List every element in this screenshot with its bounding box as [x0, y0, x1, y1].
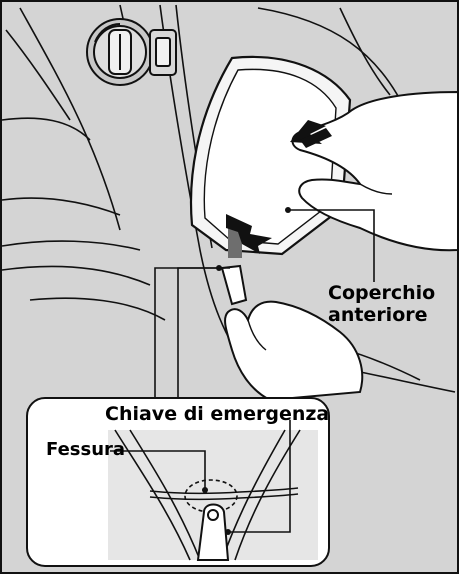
leader-dot-key [216, 265, 222, 271]
emergency-key-detail [196, 503, 230, 561]
leader-lines [154, 209, 375, 405]
slot-label: Fessura [46, 439, 126, 460]
inset-leader-lines [110, 420, 291, 533]
inset-dot-key [225, 529, 231, 535]
side-switch [149, 29, 177, 76]
front-cover-label-line1: Coperchio [328, 282, 436, 304]
left-hand [224, 300, 364, 402]
emergency-key-main [220, 264, 248, 306]
inset-dot-slot [202, 487, 208, 493]
lift-arrow-icon [226, 214, 272, 258]
emergency-key-label: Chiave di emergenza [105, 403, 330, 425]
push-arrow-icon [290, 120, 332, 148]
leader-dot-cover [285, 207, 291, 213]
inset-lines [114, 429, 301, 561]
slot-highlight [184, 479, 238, 513]
front-cover-label-line2: anteriore [328, 304, 428, 326]
ignition-knob [86, 18, 154, 86]
